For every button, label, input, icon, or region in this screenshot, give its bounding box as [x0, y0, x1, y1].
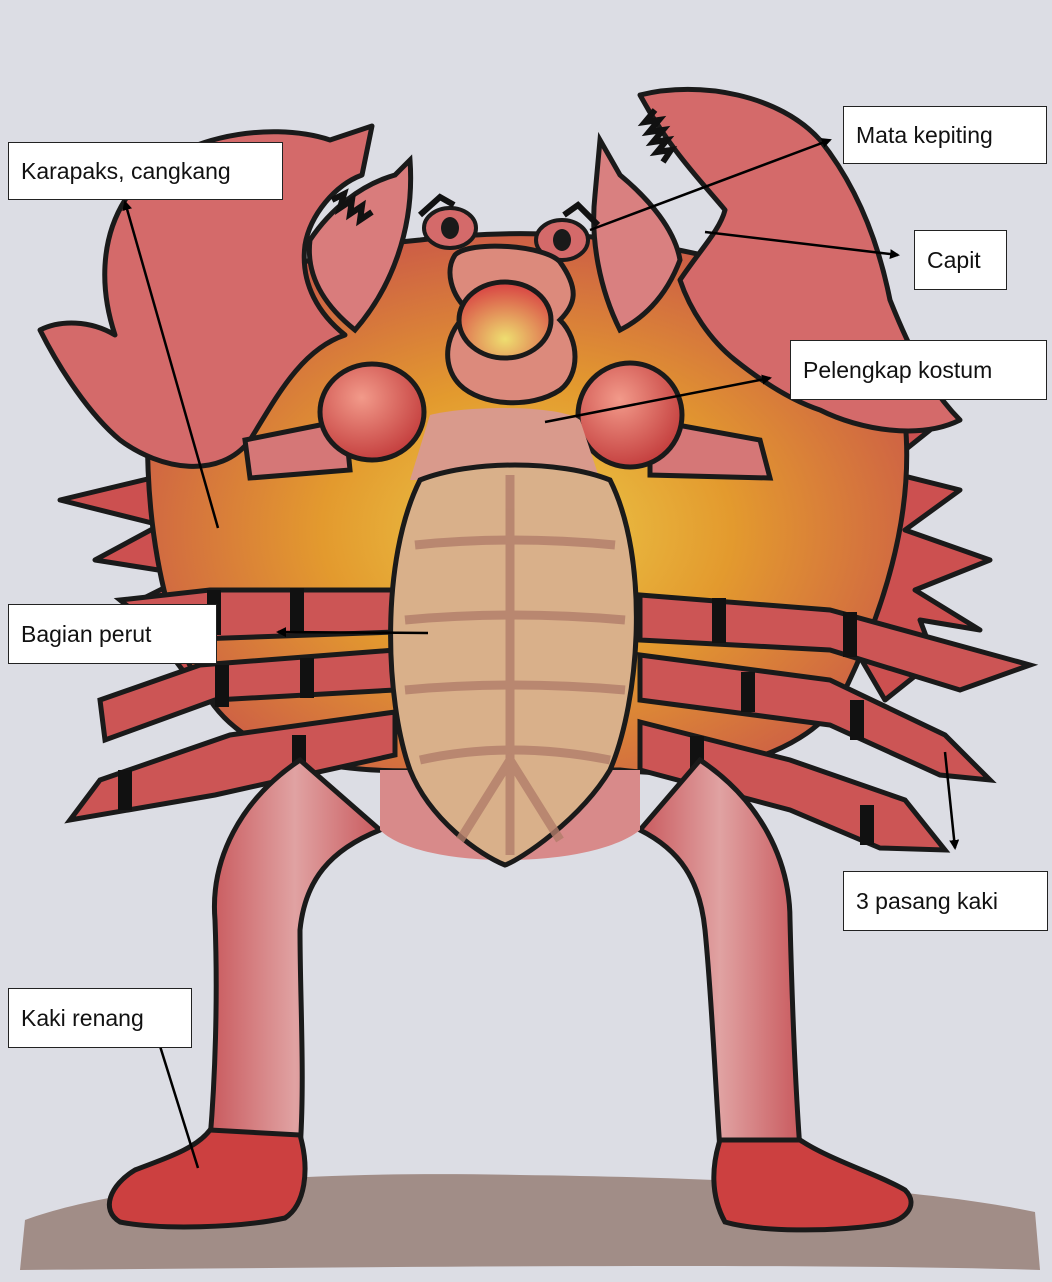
left-shoulder-ball — [320, 364, 424, 460]
label-claw: Capit — [914, 230, 1007, 290]
label-abdomen: Bagian perut — [8, 604, 217, 664]
arrow-abdomen — [278, 632, 428, 633]
costume-nose-ball — [459, 282, 551, 358]
right-shoulder-ball — [578, 363, 682, 467]
label-crab-eye: Mata kepiting — [843, 106, 1047, 164]
label-costume-accessory: Pelengkap kostum — [790, 340, 1047, 400]
label-three-pairs-legs: 3 pasang kaki — [843, 871, 1048, 931]
label-carapace: Karapaks, cangkang — [8, 142, 283, 200]
label-swimming-legs: Kaki renang — [8, 988, 192, 1048]
